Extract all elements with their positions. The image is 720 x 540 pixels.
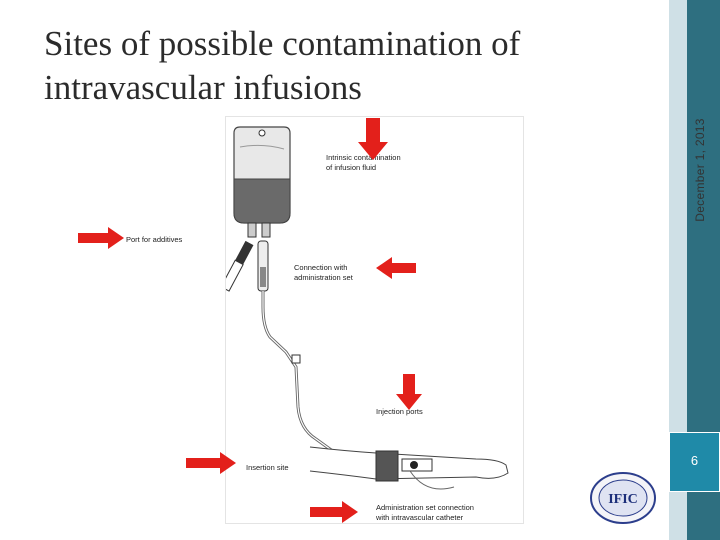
red-arrow-icon [310, 501, 358, 523]
label-connection-2: administration set [294, 273, 353, 282]
red-arrow-icon [186, 452, 236, 474]
infusion-diagram-drawing [209, 126, 509, 490]
label-catheter-1: Administration set connection [376, 503, 474, 512]
red-arrow-icon [376, 257, 416, 279]
page-number-box: 6 [669, 432, 720, 492]
red-arrow-icon [396, 374, 422, 410]
label-insertion: Insertion site [246, 463, 289, 472]
page-number: 6 [690, 453, 699, 468]
label-port: Port for additives [126, 235, 183, 244]
sidebar-accent [669, 0, 687, 540]
label-catheter-2: with intravascular catheter [376, 513, 464, 522]
label-connection-1: Connection with [294, 263, 348, 272]
ific-logo-icon: IFIC [590, 472, 656, 524]
logo-text: IFIC [608, 492, 638, 507]
infusion-diagram: Intrinsic contamination of infusion flui… [126, 116, 524, 524]
label-intrinsic-2: of infusion fluid [326, 163, 377, 172]
red-arrow-icon [78, 227, 124, 249]
red-arrow-icon [358, 118, 388, 160]
page-title: Sites of possible contamination of intra… [44, 24, 521, 107]
slide-date: December 1, 2013 [693, 118, 707, 222]
label-injection: Injection ports [376, 407, 423, 416]
label-intrinsic-1: Intrinsic contamination [326, 153, 401, 162]
